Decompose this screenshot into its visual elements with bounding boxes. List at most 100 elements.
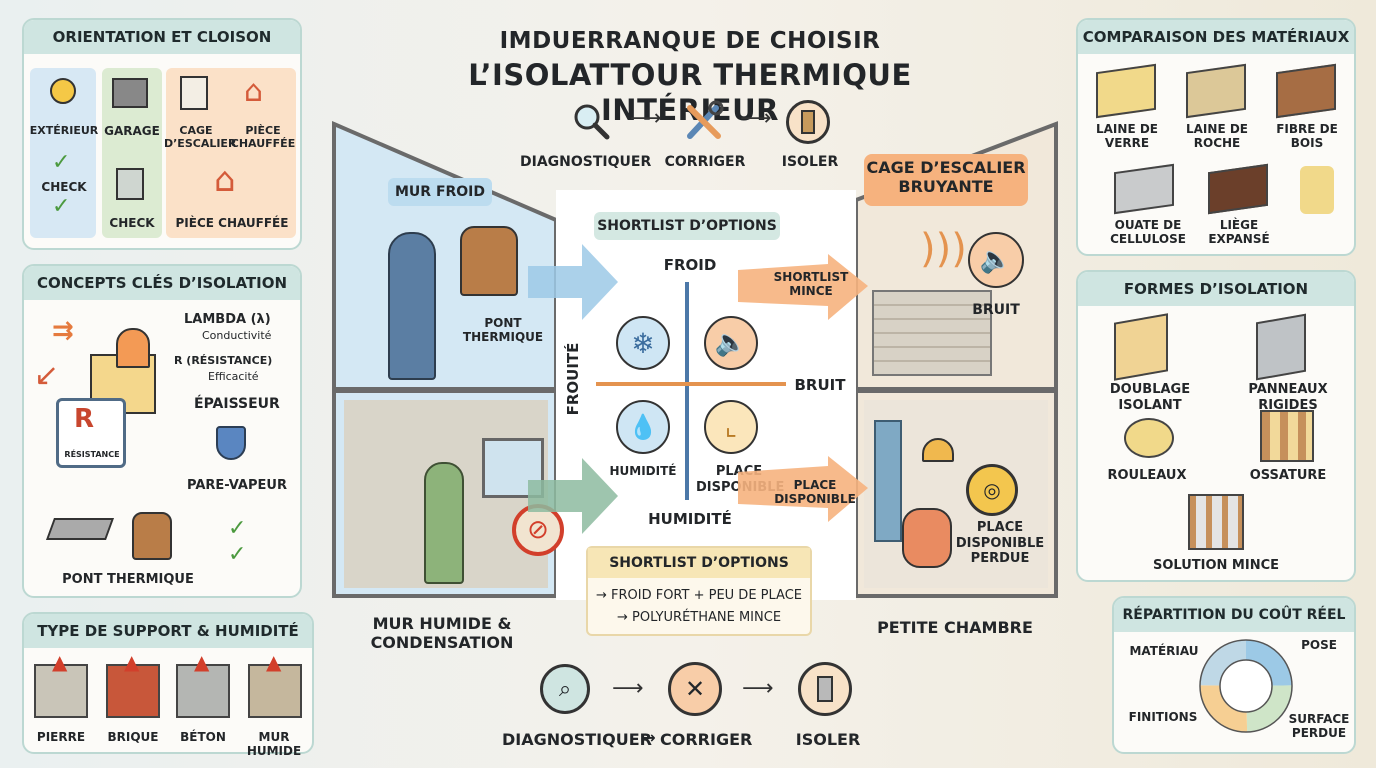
flow-arrow-icon: ⟶ <box>630 106 662 131</box>
top-flow-step1: DIAGNOSTIQUER <box>520 154 652 170</box>
materiaux-title: COMPARAISON DES MATÉRIAUX <box>1078 20 1354 54</box>
orientation-exterieur: EXTÉRIEUR <box>29 124 99 137</box>
brick-swatch <box>106 664 160 718</box>
materiau-1: LAINE DE ROCHE <box>1186 122 1248 151</box>
shortlist2-line1: → FROID FORT + PEU DE PLACE <box>595 588 803 603</box>
speaker-icon: 🔈 <box>704 316 758 370</box>
cout-finitions: FINITIONS <box>1128 710 1198 724</box>
vertical-axis <box>685 282 689 500</box>
quad-humidite: HUMIDITÉ <box>609 464 677 478</box>
heat-loss-arrow-icon: ↙ <box>34 358 60 393</box>
cout-surface: SURFACE PERDUE <box>1288 712 1350 741</box>
bottom-flow-arrow: → <box>642 728 656 747</box>
materiau-0: LAINE DE VERRE <box>1096 122 1158 151</box>
space-icon: ⌞ <box>704 400 758 454</box>
bottom-flow-step2: CORRIGER <box>660 730 753 749</box>
checkmark-icon: ✓ <box>52 194 71 219</box>
forme-0: DOUBLAGE ISOLANT <box>1109 382 1191 413</box>
arrow-place-icon <box>738 456 868 522</box>
orientation-title: ORIENTATION ET CLOISON <box>24 20 300 54</box>
flame-block-icon <box>116 328 150 368</box>
warning-icon: ▲ <box>266 650 282 674</box>
forme-3: OSSATURE <box>1249 468 1327 483</box>
roll-icon <box>1124 418 1174 458</box>
forme-4: SOLUTION MINCE <box>1152 558 1280 573</box>
orientation-check2: CHECK <box>109 216 155 230</box>
r-letter: R <box>73 404 95 434</box>
concepts-title: CONCEPTS CLÉS D’ISOLATION <box>24 266 300 300</box>
pont-thermique-label: PONT THERMIQUE <box>462 316 544 345</box>
flow-arrow-icon: ⟶ <box>612 676 644 701</box>
thin-solution-swatch <box>1188 494 1244 550</box>
materiaux-panel: COMPARAISON DES MATÉRIAUX LAINE DE VERRE… <box>1076 18 1356 256</box>
concrete-swatch <box>176 664 230 718</box>
tools-icon: ✕ <box>668 662 722 716</box>
stone-swatch <box>34 664 88 718</box>
top-flow-step3: ISOLER <box>781 154 839 170</box>
lambda-label: LAMBDA (λ) <box>184 312 271 327</box>
resistance-sign <box>56 398 126 468</box>
shortlist2-box: SHORTLIST D’OPTIONS → FROID FORT + PEU D… <box>586 546 812 636</box>
r-label: R (RÉSISTANCE) <box>174 354 273 367</box>
arrow-place-label: PLACE DISPONIBLE <box>774 478 856 507</box>
cout-pose: POSE <box>1301 638 1337 652</box>
orientation-cage: CAGE D’ESCALIER <box>164 124 237 151</box>
pare-vapeur-label: PARE-VAPEUR <box>187 478 287 493</box>
coat-icon <box>460 226 518 296</box>
rock-wool-swatch <box>1186 63 1246 119</box>
materiau-2: FIBRE DE BOIS <box>1276 122 1338 151</box>
support-item-0: PIERRE <box>36 730 86 744</box>
cout-panel: RÉPARTITION DU COÛT RÉEL MATÉRIAU POSE F… <box>1112 596 1356 754</box>
glass-wool-swatch <box>1096 63 1156 119</box>
warning-icon: ▲ <box>52 650 68 674</box>
sitting-child-figure <box>902 508 952 568</box>
arrow-shortlist-icon <box>738 254 868 320</box>
shortlist2-line2: → POLYURÉTHANE MINCE <box>616 610 782 625</box>
cold-man-figure <box>388 232 436 380</box>
lambda-sub: Conductivité <box>202 329 272 342</box>
horizontal-axis <box>596 382 786 386</box>
shield-icon <box>216 426 246 460</box>
tape-measure-icon: ◎ <box>966 464 1018 516</box>
cage-bruyante-label: CAGE D’ESCALIER BRUYANTE <box>864 154 1028 206</box>
axis-bruit: BRUIT <box>794 376 846 394</box>
cout-title: RÉPARTITION DU COÛT RÉEL <box>1114 598 1354 632</box>
support-item-3: MUR HUMIDE <box>246 730 302 759</box>
checkmark-icon: ✓ <box>52 150 71 175</box>
forme-2: ROULEAUX <box>1107 468 1187 483</box>
cellulose-swatch <box>1114 163 1174 215</box>
support-item-2: BÉTON <box>180 730 226 744</box>
house-heat-icon: ⌂ <box>214 160 236 200</box>
pont-label: PONT THERMIQUE <box>62 572 194 587</box>
axis-frouite: FROUITÉ <box>564 342 582 416</box>
cout-materiau: MATÉRIAU <box>1129 644 1199 658</box>
support-panel: TYPE DE SUPPORT & HUMIDITÉ ▲ ▲ ▲ ▲ PIERR… <box>22 612 314 758</box>
orientation-panel: ORIENTATION ET CLOISON EXTÉRIEUR ✓ CHECK… <box>22 18 302 250</box>
speaker-icon: 🔈 <box>968 232 1024 288</box>
snowflake-icon: ❄ <box>616 316 670 370</box>
sun-icon <box>50 78 76 104</box>
checkmark-icon: ✓ <box>228 516 247 541</box>
forme-1: PANNEAUX RIGIDES <box>1248 382 1328 413</box>
top-flow: ⟶ ⟶ DIAGNOSTIQUER CORRIGER ISOLER <box>520 100 850 176</box>
support-item-1: BRIQUE <box>107 730 159 744</box>
arrow-humidite-icon <box>528 458 618 534</box>
orientation-piece2: PIÈCE CHAUFFÉE <box>175 216 289 230</box>
insulate-icon <box>798 662 852 716</box>
sound-waves-icon: ))) <box>920 226 967 272</box>
cost-donut <box>1199 639 1293 733</box>
wet-wall-swatch <box>248 664 302 718</box>
orientation-check1: CHECK <box>41 180 87 194</box>
wood-fibre-swatch <box>1276 63 1336 119</box>
title-line1: IMDUERRANQUE DE CHOISIR <box>499 28 881 54</box>
curtain-icon <box>874 420 902 542</box>
resistance-label: RÉSISTANCE <box>64 450 120 459</box>
magnifier-icon <box>574 104 610 140</box>
r-sub: Efficacité <box>208 370 259 383</box>
bottom-flow-step1: DIAGNOSTIQUER <box>502 730 652 749</box>
formes-title: FORMES D’ISOLATION <box>1078 272 1354 306</box>
droplets-icon: 💧 <box>616 400 670 454</box>
epaisseur-label: ÉPAISSEUR <box>194 396 280 412</box>
broken-beam-icon <box>45 518 115 540</box>
rigid-panel-swatch <box>1256 313 1306 381</box>
